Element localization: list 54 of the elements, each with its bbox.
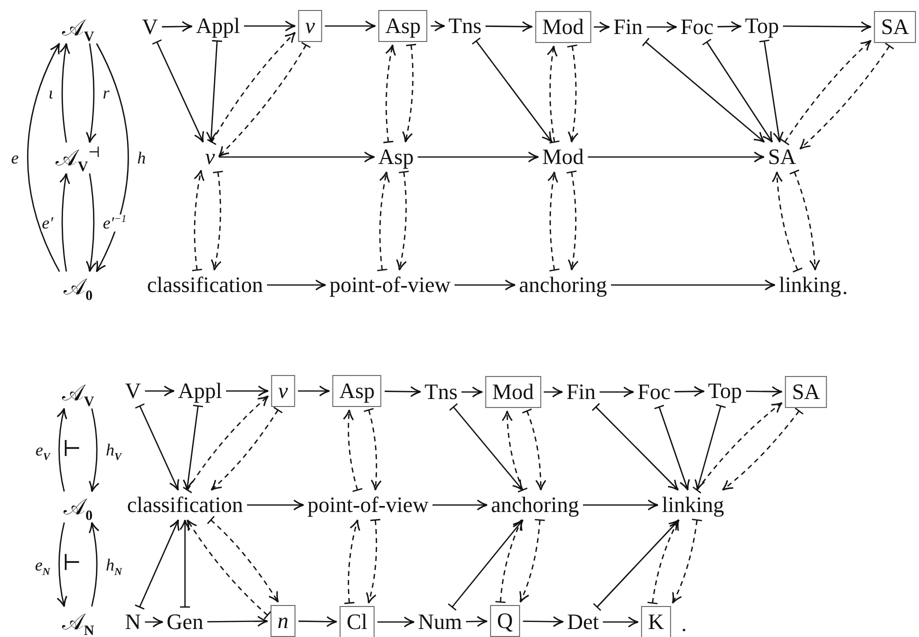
category-symbol: 𝒜$_{V}$ bbox=[60, 380, 96, 406]
term: Mod bbox=[541, 145, 585, 169]
term: point-of-view bbox=[328, 273, 452, 297]
term: Top bbox=[744, 14, 780, 38]
category-symbol: 𝒜$_{N}$ bbox=[60, 610, 96, 634]
framed-term: SA bbox=[874, 11, 916, 43]
framed-term: n bbox=[270, 605, 296, 637]
diagram-text: ⊢ bbox=[62, 552, 82, 574]
term: Foc bbox=[680, 15, 714, 39]
category-symbol: 𝒜$_{0}$ bbox=[62, 274, 94, 300]
term: Tns bbox=[448, 14, 482, 38]
term: V bbox=[124, 379, 142, 403]
framed-term: ν bbox=[271, 375, 295, 407]
term: classification bbox=[146, 273, 264, 297]
term: anchoring bbox=[518, 273, 608, 297]
framed-term: ν bbox=[298, 10, 322, 42]
edge-label: h$_{V}$ bbox=[104, 442, 122, 458]
framed-term: Asp bbox=[332, 375, 382, 407]
term: N bbox=[124, 610, 142, 634]
term: linking bbox=[660, 493, 726, 517]
term: Tns bbox=[424, 380, 458, 404]
term: SA bbox=[766, 145, 798, 169]
term: ν bbox=[204, 145, 216, 169]
term: Top bbox=[707, 379, 743, 403]
term: V bbox=[141, 15, 159, 39]
punctuation-mark: . bbox=[842, 276, 848, 298]
framed-term: Cl bbox=[340, 606, 374, 637]
diagram-text: ⊢ bbox=[62, 438, 82, 460]
term: Appl bbox=[177, 379, 223, 403]
edge-label: e′ bbox=[40, 214, 54, 231]
edge-label: h bbox=[136, 149, 147, 166]
term: classification bbox=[126, 493, 244, 517]
framed-term: Mod bbox=[535, 11, 591, 43]
framed-term: Mod bbox=[485, 376, 541, 408]
category-symbol: 𝒜$_{V}$ bbox=[60, 16, 96, 40]
term: Fin bbox=[612, 15, 644, 39]
edge-label: h$_{N}$ bbox=[104, 556, 123, 573]
term: linking bbox=[778, 273, 842, 297]
term: Foc bbox=[636, 380, 672, 404]
term: point-of-view bbox=[306, 493, 430, 517]
term: Gen bbox=[166, 610, 204, 634]
edge-label: e′$^{−1}$ bbox=[102, 214, 128, 231]
term: Appl bbox=[195, 14, 241, 38]
framed-term: Q bbox=[490, 605, 520, 637]
term: Fin bbox=[565, 380, 597, 404]
term: Asp bbox=[377, 145, 415, 169]
term: Num bbox=[417, 610, 463, 634]
term: Det bbox=[566, 610, 600, 634]
punctuation-mark: . bbox=[681, 613, 687, 635]
framed-term: K bbox=[641, 606, 671, 637]
framed-term: SA bbox=[784, 376, 828, 408]
term: anchoring bbox=[490, 493, 580, 517]
framed-term: Asp bbox=[378, 10, 428, 42]
category-symbol: 𝒜$_{0}$ bbox=[62, 494, 94, 520]
